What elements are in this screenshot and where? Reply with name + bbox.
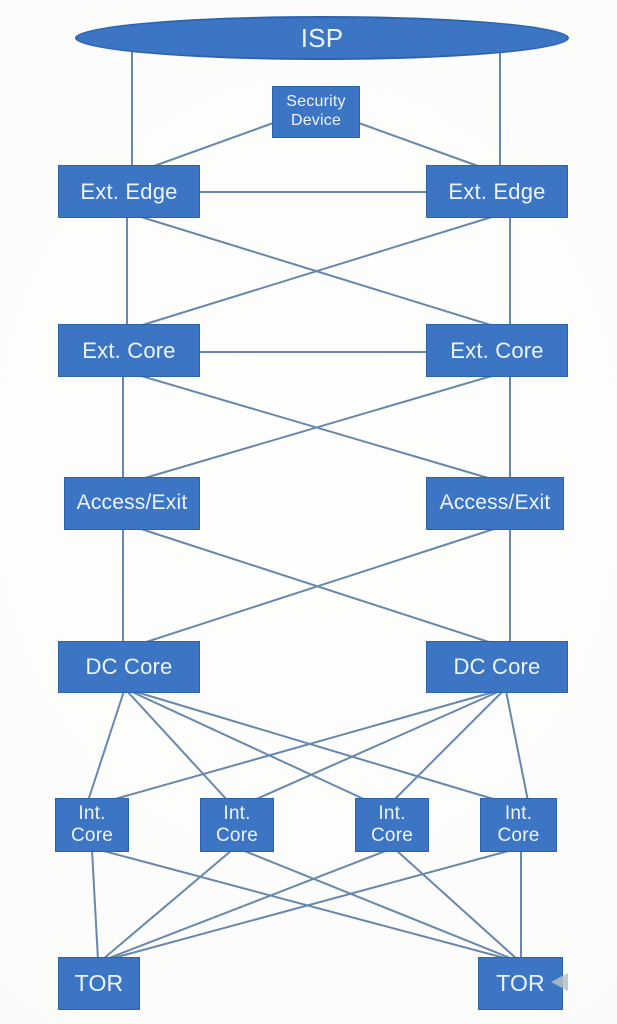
edge-int-core-1--tor-l [91,849,99,961]
node-label: TOR [74,969,124,996]
node-ext-edge-l: Ext. Edge [58,165,200,218]
node-int-core-3: Int. Core [355,798,429,852]
edge-security-device--ext-edge-l [142,121,277,171]
node-security-device: Security Device [272,86,360,138]
node-access-exit-l: Access/Exit [64,477,200,530]
node-label: DC Core [85,654,173,680]
node-tor-r: TOR [478,957,563,1010]
edge-dc-core-r--int-core-2 [251,690,501,802]
edge-int-core-3--tor-r [395,849,519,961]
edge-access-exit-r--dc-core-l [139,527,498,645]
edge-dc-core-l--int-core-3 [129,690,369,802]
node-access-exit-r: Access/Exit [426,477,564,530]
edge-dc-core-l--int-core-4 [132,690,501,802]
node-isp: ISP [75,16,569,60]
node-tor-l: TOR [58,957,140,1010]
node-ext-core-l: Ext. Core [58,324,200,377]
edge-dc-core-l--int-core-2 [126,690,229,802]
node-label: Ext. Edge [448,178,546,204]
edge-ext-edge-r--ext-core-l [135,215,496,328]
node-ext-core-r: Ext. Core [426,324,568,377]
node-ext-edge-r: Ext. Edge [426,165,568,218]
node-dc-core-l: DC Core [58,641,200,693]
node-int-core-4: Int. Core [480,798,557,852]
cursor-arrow-icon [551,973,568,991]
node-label: TOR [496,969,545,996]
edge-ext-core-r--access-exit-l [137,374,496,481]
edge-int-core-2--tor-r [241,849,516,961]
node-dc-core-r: DC Core [426,641,568,693]
node-label: DC Core [453,654,541,680]
edge-int-core-3--tor-l [103,849,389,961]
node-label: Security Device [286,93,346,129]
edge-dc-core-r--int-core-4 [505,690,529,802]
node-label: Int. Core [497,802,540,846]
node-label: Int. Core [371,802,413,846]
node-label: Ext. Core [82,337,176,363]
edge-dc-core-r--int-core-1 [107,690,498,802]
node-label: Ext. Core [450,337,544,363]
node-label: Int. Core [71,802,113,846]
node-label: ISP [300,22,344,53]
edge-int-core-1--tor-r [99,849,513,961]
node-int-core-2: Int. Core [200,798,274,852]
node-label: Access/Exit [76,491,188,515]
edge-security-device--ext-edge-r [355,121,490,171]
node-label: Ext. Edge [80,178,178,204]
edge-int-core-2--tor-l [101,849,233,961]
edge-dc-core-l--int-core-1 [87,690,125,802]
node-label: Int. Core [216,802,258,846]
node-label: Access/Exit [439,491,551,515]
edge-dc-core-r--int-core-3 [392,690,504,802]
node-int-core-1: Int. Core [55,798,129,852]
